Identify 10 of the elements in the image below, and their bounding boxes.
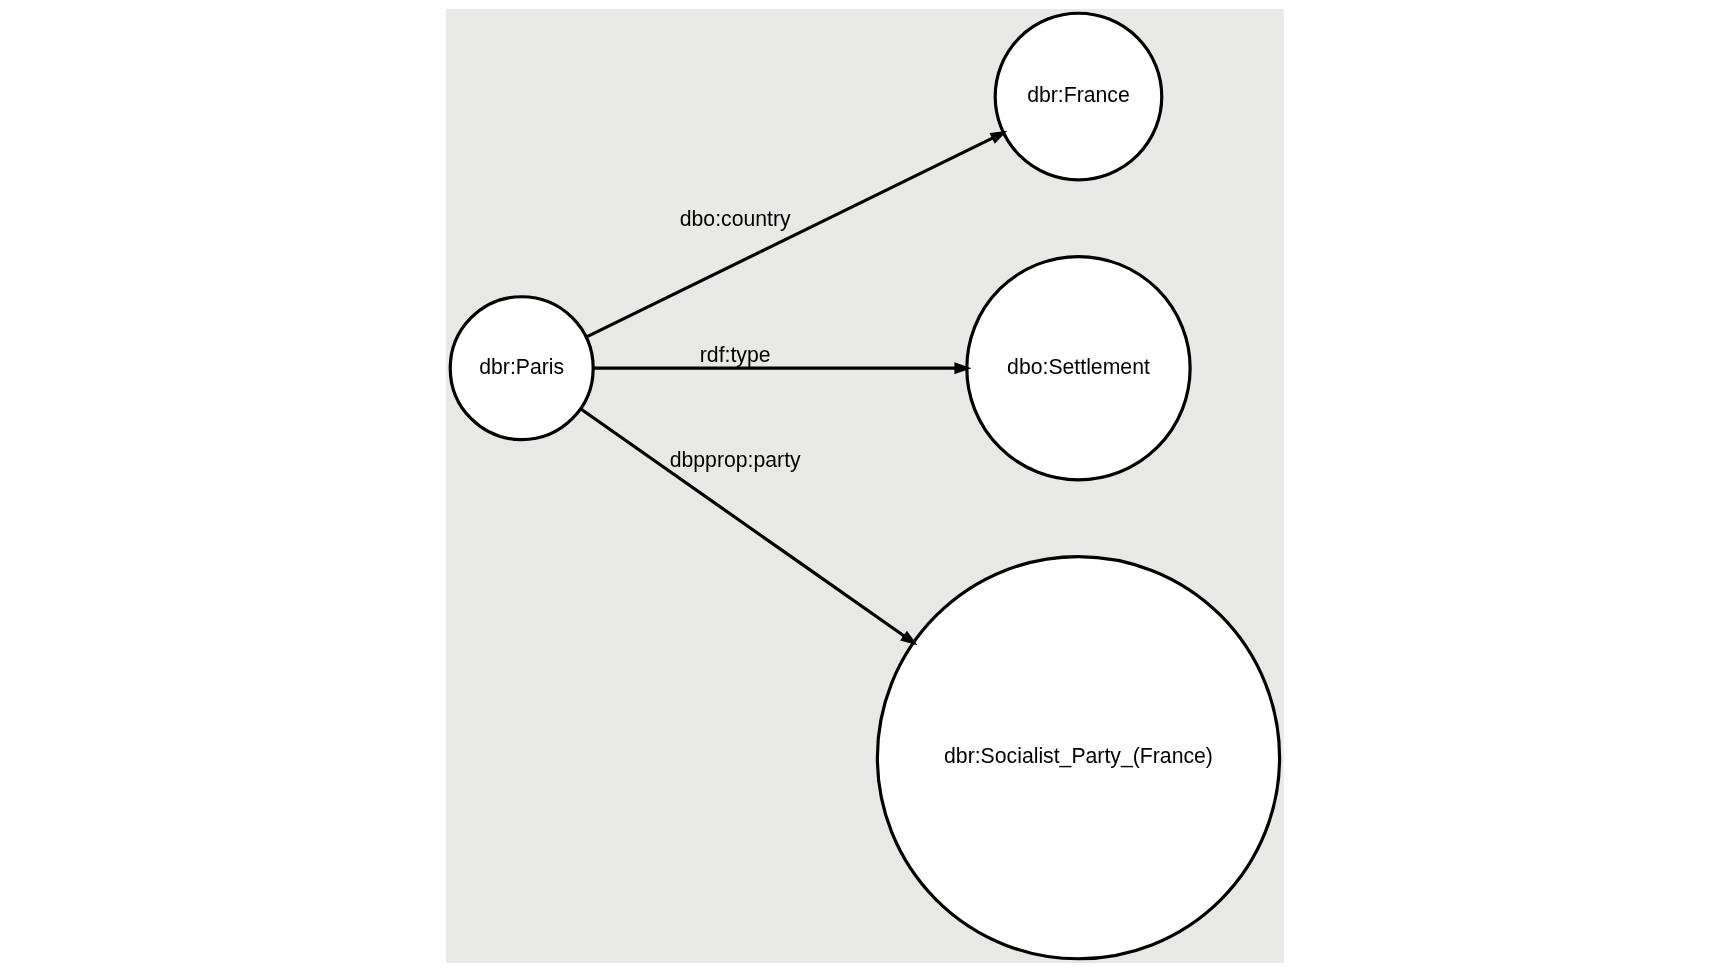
node-circle: dbr:Socialist_Party_(France)	[875, 554, 1281, 960]
edge-label: rdf:type	[699, 342, 771, 366]
node-circle: dbo:Settlement	[964, 254, 1192, 481]
node-circle: dbr:Paris	[448, 294, 595, 441]
edge-label: dbpprop:party	[669, 447, 801, 471]
node-circle: dbr:France	[993, 11, 1163, 181]
arrow	[592, 361, 971, 374]
arrow	[584, 130, 1007, 339]
edge-label: dbo:country	[679, 206, 791, 230]
arrow	[579, 406, 917, 645]
